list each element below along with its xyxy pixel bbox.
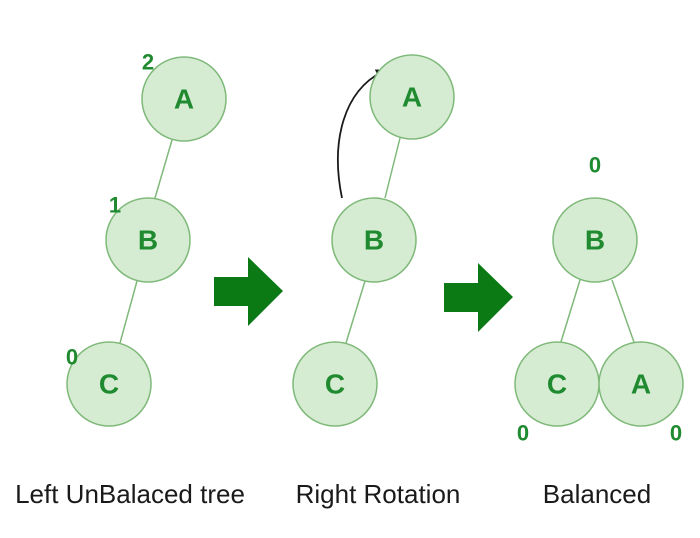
node-b-label: B (138, 225, 158, 256)
balance-factor-c: 0 (66, 345, 78, 370)
edge-b-c-mid (345, 280, 366, 344)
node-b-right-label: B (585, 225, 605, 256)
node-a-right-label: A (631, 369, 651, 400)
node-c-right: C (514, 341, 600, 427)
balance-factor-b-right: 0 (589, 153, 601, 178)
node-a: A (141, 56, 227, 142)
transition-arrow-2 (444, 263, 513, 332)
edge-b-c-right (559, 279, 581, 346)
edge-a-b-mid (384, 137, 401, 199)
node-c-mid-label: C (325, 369, 345, 400)
node-b-mid: B (331, 197, 417, 283)
node-a-mid: A (369, 54, 455, 140)
balance-factor-c-right: 0 (517, 421, 529, 446)
caption-right: Balanced (543, 479, 651, 509)
node-c-right-label: C (547, 369, 567, 400)
caption-middle: Right Rotation (296, 479, 461, 509)
caption-left: Left UnBalaced tree (15, 479, 245, 509)
node-c-mid: C (292, 341, 378, 427)
node-c: C (66, 341, 152, 427)
node-a-right: A (598, 341, 684, 427)
balance-factor-a-right: 0 (670, 421, 682, 446)
transition-arrow-1 (214, 257, 283, 326)
balance-factor-a: 2 (142, 50, 154, 75)
node-b-right: B (552, 197, 638, 283)
edge-a-b (154, 139, 173, 199)
edge-b-a-right (611, 279, 636, 346)
node-b-mid-label: B (364, 225, 384, 256)
balance-factor-b: 1 (109, 193, 121, 218)
left-unbalanced-tree: A 2 B 1 C 0 Left UnBalaced tree (15, 50, 245, 510)
balanced-tree: B 0 C 0 A 0 Balanced (514, 153, 684, 509)
right-rotation-tree: A B C Right Rotation (292, 54, 461, 509)
node-a-label: A (174, 84, 194, 115)
node-b: B (105, 197, 191, 283)
node-c-label: C (99, 369, 119, 400)
edge-b-c (119, 280, 138, 344)
node-a-mid-label: A (402, 82, 422, 113)
rotation-arrow (337, 69, 387, 199)
